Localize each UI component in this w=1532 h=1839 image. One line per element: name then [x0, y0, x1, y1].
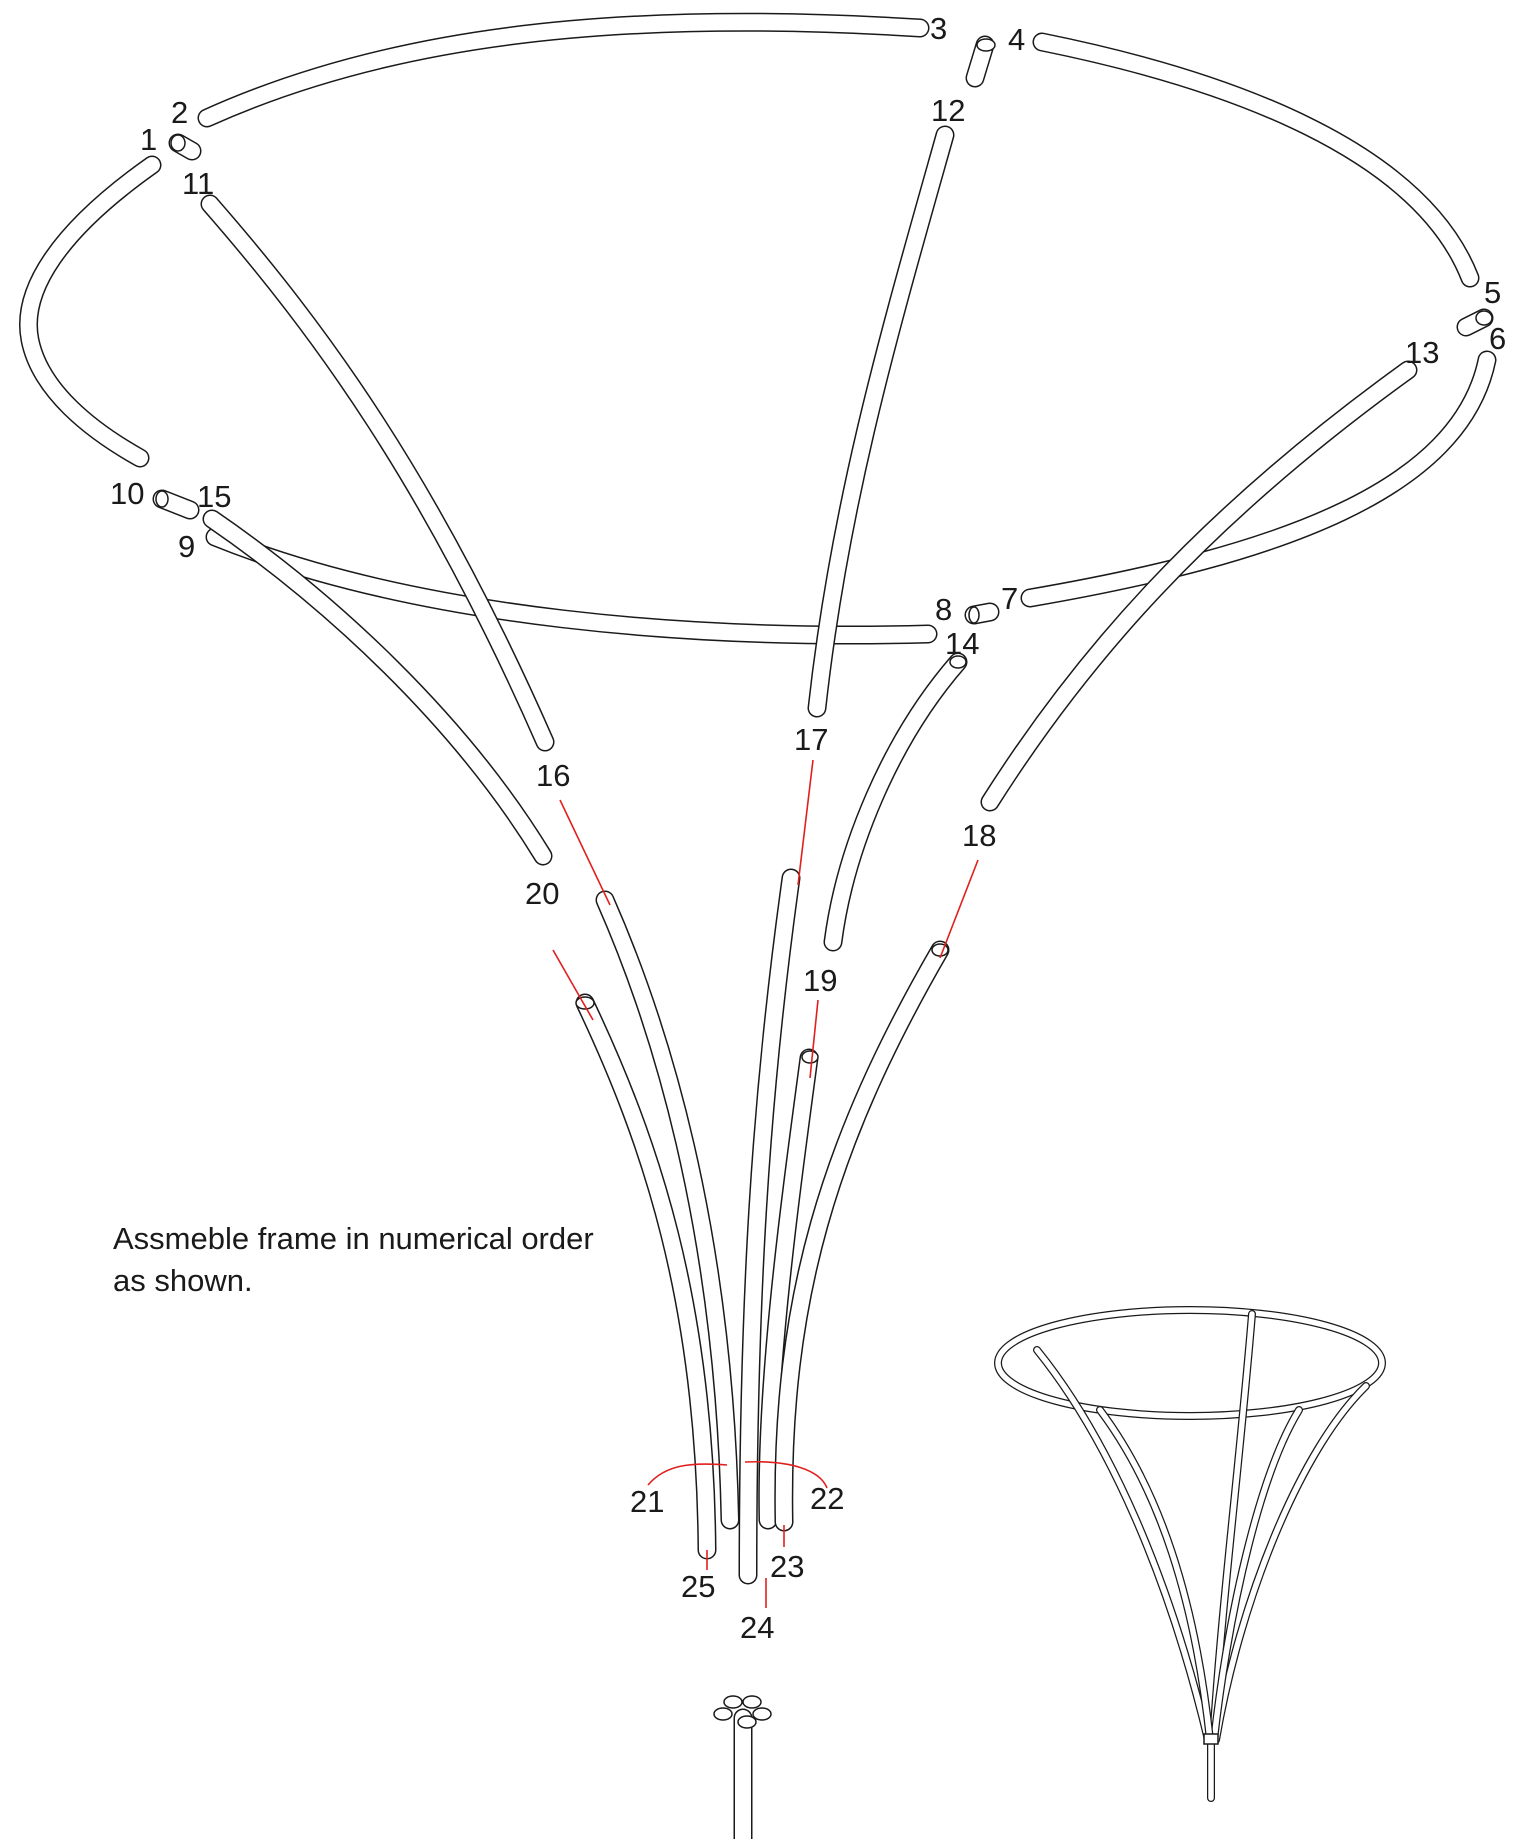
- part-label-23: 23: [770, 1549, 804, 1584]
- part-label-12: 12: [931, 93, 965, 128]
- lower-strut-20-25: [575, 993, 717, 1560]
- strut-12-17: [807, 125, 955, 718]
- leader-lines: [552, 759, 979, 1608]
- part-label-15: 15: [197, 479, 231, 514]
- lower-strut-19-22: [758, 1048, 819, 1530]
- part-label-9: 9: [178, 529, 195, 564]
- part-label-7: 7: [1001, 581, 1018, 616]
- lower-strut-16-21: [595, 890, 740, 1530]
- assembled-frame-preview: [994, 1306, 1386, 1802]
- part-label-25: 25: [681, 1569, 715, 1604]
- ring-arc-lower-right: [1020, 350, 1497, 608]
- part-label-20: 20: [525, 876, 559, 911]
- part-label-16: 16: [536, 758, 570, 793]
- ring-arc-top: [197, 12, 930, 128]
- part-label-10: 10: [110, 476, 144, 511]
- strut-11-16: [200, 194, 555, 752]
- base-pole: [713, 1695, 772, 1839]
- part-label-18: 18: [962, 818, 996, 853]
- part-label-21: 21: [630, 1484, 664, 1519]
- strut-13-18: [980, 360, 1418, 812]
- part-label-14: 14: [945, 626, 979, 661]
- part-label-11: 11: [182, 166, 214, 201]
- connector-10: [152, 489, 200, 520]
- lower-strut-18-23: [774, 940, 950, 1532]
- part-label-4: 4: [1008, 22, 1025, 57]
- assembly-instructions: Assmeble frame in numerical order as sho…: [113, 1221, 594, 1298]
- part-label-2: 2: [171, 95, 188, 130]
- strut-14-19: [823, 652, 968, 952]
- connector-4: [965, 35, 996, 88]
- connector-8: [964, 602, 1000, 625]
- part-label-3: 3: [930, 11, 947, 46]
- strut-15-20: [202, 509, 553, 866]
- part-label-8: 8: [935, 592, 952, 627]
- part-label-22: 22: [810, 1481, 844, 1516]
- part-label-5: 5: [1484, 275, 1501, 310]
- part-labels: 1 2 3 4 5 6 7 8 9 10 11 12 13 14 15 16 1…: [110, 11, 1506, 1645]
- part-label-1: 1: [140, 122, 157, 157]
- connector-1: [168, 133, 202, 161]
- part-label-13: 13: [1405, 335, 1439, 370]
- ring-arc-left: [19, 155, 162, 468]
- ring-arc-right: [1032, 32, 1480, 288]
- connector-6: [1456, 308, 1494, 337]
- part-label-24: 24: [740, 1610, 774, 1645]
- part-label-17: 17: [794, 722, 828, 757]
- part-label-19: 19: [803, 963, 837, 998]
- part-label-6: 6: [1489, 321, 1506, 356]
